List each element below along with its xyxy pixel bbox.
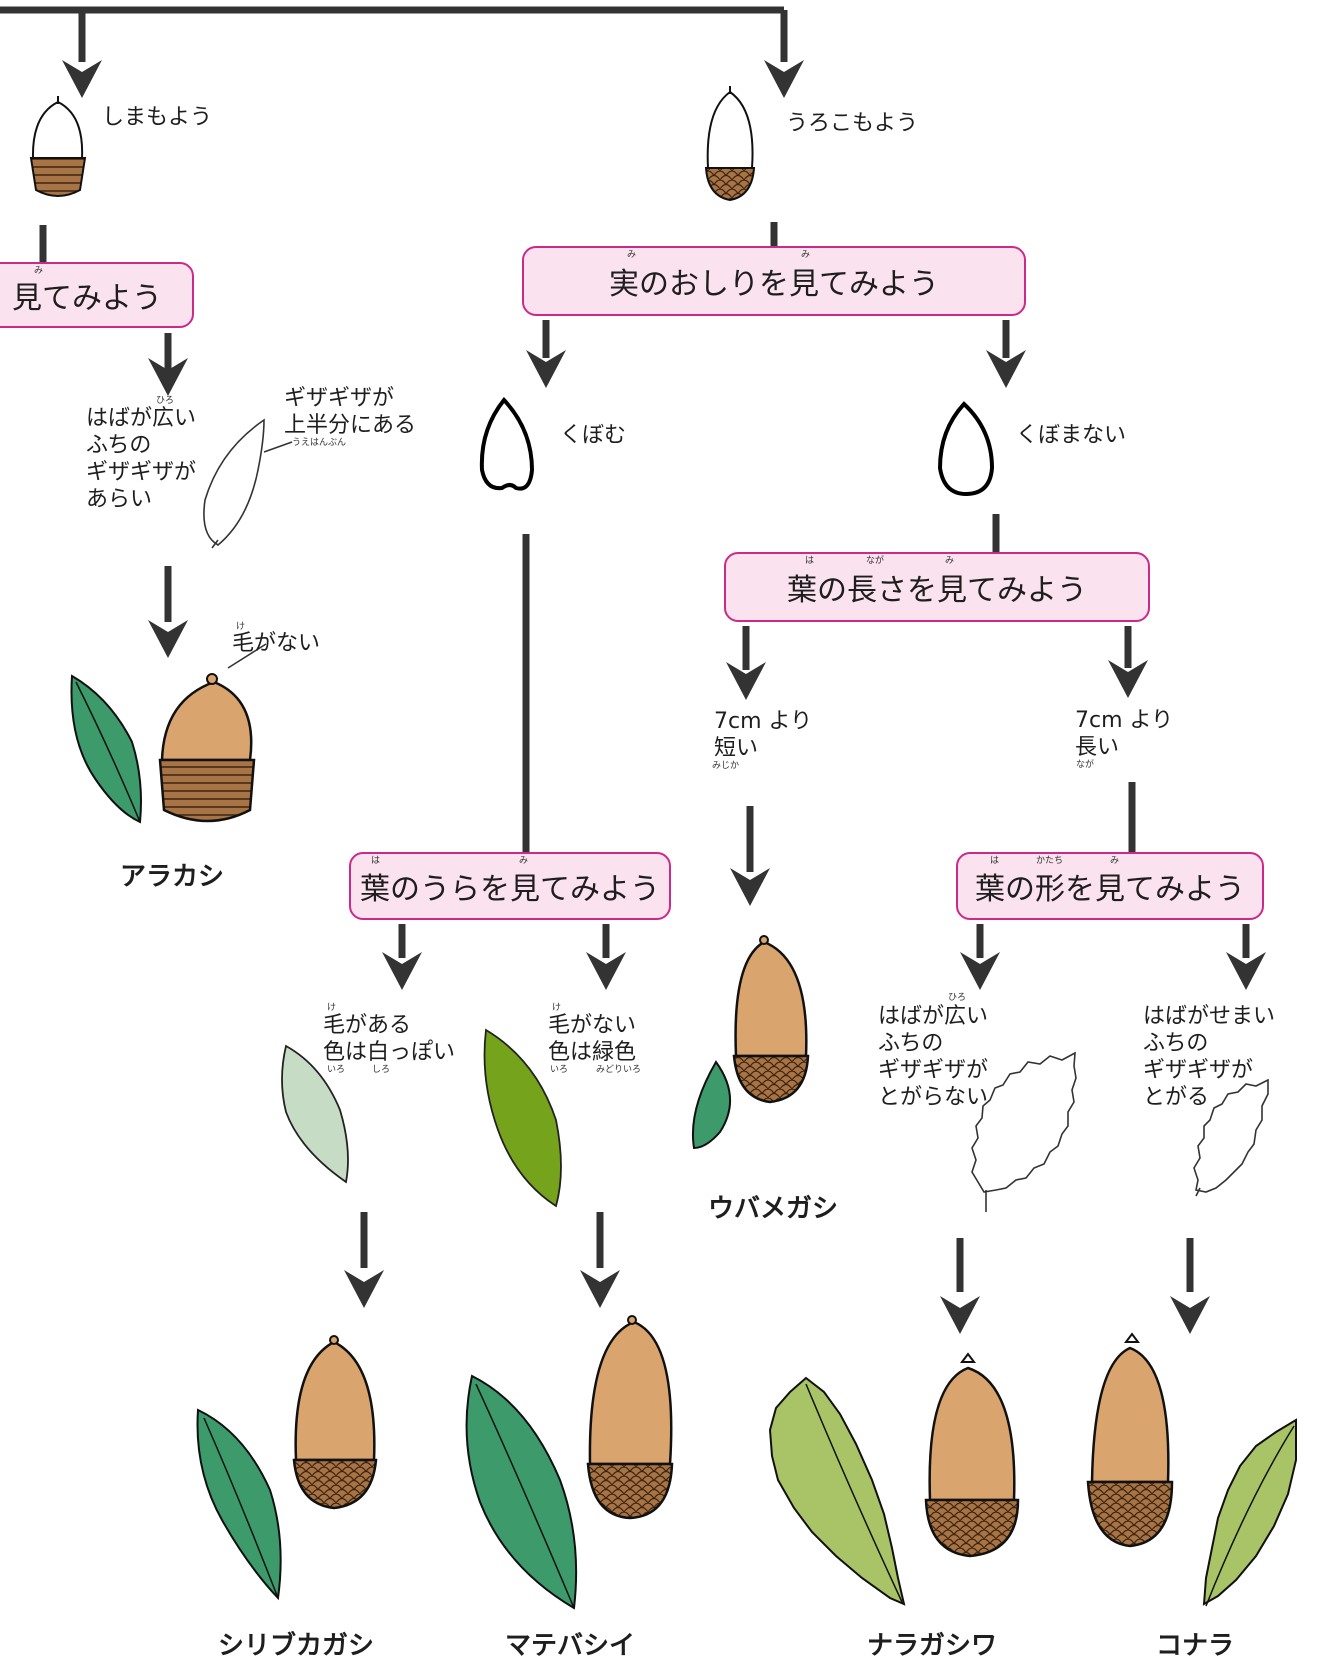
arakashi-outline-leaf-icon	[203, 418, 265, 546]
wide-outline-leaf-icon	[971, 1051, 1077, 1193]
arrowhead	[526, 350, 566, 388]
arrowhead	[940, 1296, 980, 1334]
arrowhead	[1170, 1296, 1210, 1334]
ruby-long-naga: なが	[1076, 760, 1095, 770]
stripe-acorn-icon	[29, 96, 87, 197]
arrowhead	[730, 868, 770, 906]
arrowhead	[62, 60, 102, 98]
question-box-leaf-underside: 葉のうらを見てみよう	[349, 852, 671, 920]
question-bottom-text: 実のおしりを見てみよう	[609, 267, 939, 302]
ruby-length-naga: なが	[866, 556, 885, 566]
arrowhead	[764, 60, 804, 98]
ruby-short-mijika: みじか	[712, 761, 740, 771]
arrowhead	[726, 662, 766, 700]
question-leaf-shape-text: 葉の形を見てみよう	[975, 872, 1245, 907]
question-leaf-underside-text: 葉のうらを見てみよう	[360, 872, 660, 907]
arakashi-illustration	[70, 673, 256, 824]
species-shiribukagashi: シリブカガシ	[217, 1631, 374, 1661]
rounded-bottom-icon	[937, 401, 995, 497]
species-ubamegashi: ウバメガシ	[707, 1194, 838, 1224]
question-box-leaf-length: 葉の長さを見てみよう	[724, 552, 1150, 622]
option-narrow: はばがせまい ふちの ギザギザが とがる	[1143, 1004, 1276, 1110]
arrowhead	[960, 952, 1000, 990]
option-arakashi-hair: 毛がない	[232, 631, 321, 656]
ruby-shape-katachi: かたち	[1036, 856, 1064, 866]
ruby-arakashi-ke: け	[236, 622, 246, 632]
option-wide: はばが広い ふちの ギザギザが とがらない	[878, 1004, 989, 1110]
connector-lines	[0, 6, 1250, 1292]
green-leaf-icon	[483, 1028, 562, 1208]
konara-illustration	[1086, 1332, 1297, 1607]
ruby-underside-ha: は	[371, 856, 381, 866]
ruby-hairy-shiro: しろ	[372, 1065, 391, 1075]
option-stripe: しまもよう	[102, 105, 213, 130]
arrowhead	[148, 358, 188, 396]
ruby-hairless-iro: いろ	[550, 1065, 569, 1075]
option-arakashi-leaf: はばが広い ふちの ギザギザが あらい	[86, 406, 197, 512]
question-box-leaf-shape: 葉の形を見てみよう	[956, 852, 1264, 920]
option-short: 7cm より 短い	[714, 709, 813, 761]
arrowhead	[586, 952, 626, 990]
species-arakashi: アラカシ	[119, 862, 224, 892]
ruby-shape-ha: は	[990, 856, 1000, 866]
ruby-hairy-iro: いろ	[327, 1065, 346, 1075]
arrowhead	[382, 952, 422, 990]
dented-bottom-icon	[479, 396, 535, 491]
arrowhead	[580, 1270, 620, 1308]
ruby-wide-hiro: ひろ	[948, 993, 967, 1003]
species-matebashii: マテバシイ	[504, 1631, 635, 1661]
shiribukagashi-illustration	[196, 1335, 378, 1601]
question-leaf-length-text: 葉の長さを見てみよう	[787, 573, 1087, 608]
option-arakashi-serration: ギザギザが 上半分にある	[284, 386, 417, 438]
narrow-outline-leaf-icon	[1193, 1078, 1269, 1193]
ruby-length-ha: は	[805, 556, 815, 566]
question-box-bottom: 実のおしりを見てみよう	[522, 246, 1026, 316]
option-hairless: 毛がない 色は緑色	[548, 1013, 637, 1065]
arrowheads	[62, 60, 1266, 1334]
option-scale: うろこもよう	[786, 111, 919, 136]
question-left-text: 見てみよう	[12, 281, 162, 316]
option-not-dented: くぼまない	[1016, 423, 1127, 448]
ruby-arakashi-hiro: ひろ	[156, 396, 175, 406]
option-dented: くぼむ	[560, 423, 627, 448]
arrowhead	[986, 350, 1026, 388]
scale-acorn-icon	[704, 86, 756, 202]
ruby-bottom-mi-2: み	[801, 250, 811, 260]
ruby-hairless-midoriiro: みどりいろ	[596, 1065, 642, 1075]
matebashii-illustration	[465, 1315, 674, 1610]
species-konara: コナラ	[1155, 1631, 1234, 1661]
ruby-length-mi: み	[945, 556, 955, 566]
ruby-hairless-ke: け	[552, 1003, 562, 1013]
arrowhead	[148, 620, 188, 658]
ruby-hairy-ke: け	[327, 1003, 337, 1013]
arrowhead	[344, 1270, 384, 1308]
ruby-bottom-mi-1: み	[627, 250, 637, 260]
ruby-shape-mi: み	[1110, 856, 1120, 866]
ubamegashi-illustration	[691, 935, 810, 1150]
ruby-underside-mi: み	[519, 856, 529, 866]
ruby-arakashi-uehanbun: うえはんぶん	[292, 438, 347, 448]
pale-leaf-icon	[281, 1044, 349, 1184]
arrowhead	[1108, 660, 1148, 698]
question-box-left: 見てみよう	[0, 262, 194, 328]
arrowhead	[1226, 952, 1266, 990]
option-hairy: 毛がある 色は白っぽい	[323, 1013, 456, 1065]
ruby-left-mi: み	[34, 266, 44, 276]
naragashiwa-illustration	[768, 1352, 1020, 1606]
option-long: 7cm より 長い	[1075, 708, 1174, 760]
species-naragashiwa: ナラガシワ	[866, 1631, 997, 1661]
